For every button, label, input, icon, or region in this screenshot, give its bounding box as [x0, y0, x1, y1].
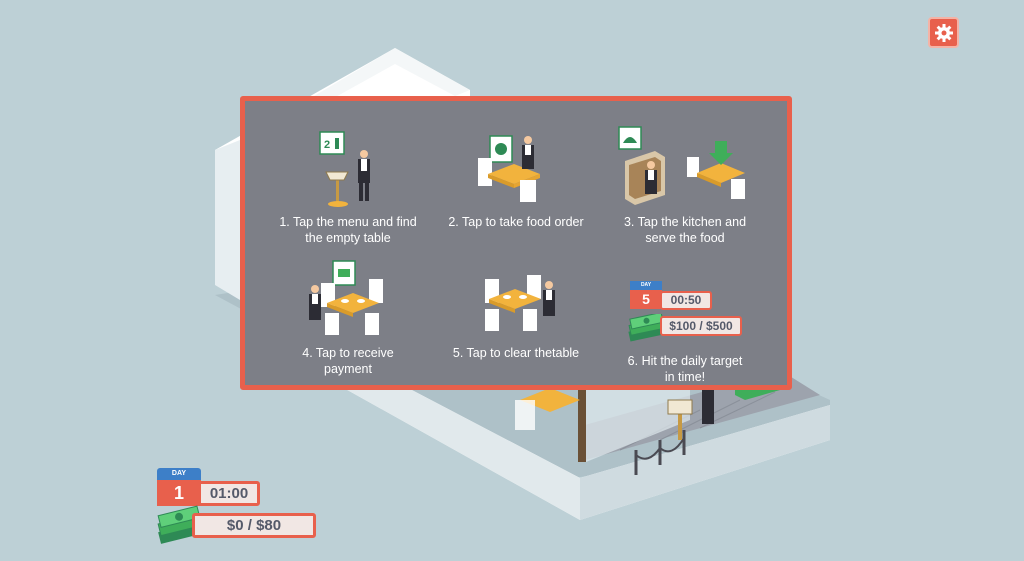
tutorial-panel[interactable]: 2 1. Tap the menu and find the empty tab… [240, 96, 792, 390]
step-4-text-line2: payment [324, 362, 372, 376]
step-3-text-line2: serve the food [645, 231, 725, 245]
day-label: DAY [157, 468, 201, 480]
example-day-calendar: DAY 5 [630, 281, 662, 309]
step-6-text-line2: in time! [664, 370, 706, 384]
tutorial-step-4: 4. Tap to receive payment [263, 259, 433, 377]
tutorial-step-1: 2 1. Tap the menu and find the empty tab… [263, 128, 433, 246]
example-day-number: 5 [630, 290, 662, 309]
step-1-text: 1. Tap the menu and find [279, 215, 417, 229]
gear-icon [934, 23, 953, 42]
example-money: $100 / $500 [660, 316, 742, 336]
timer-display: 01:00 [198, 481, 260, 506]
example-day-label: DAY [630, 281, 662, 290]
tutorial-step-5: 5. Tap to clear thetable [431, 269, 601, 361]
step-5-text: 5. Tap to clear thetable [452, 346, 580, 360]
kitchen-serve-illustration [618, 126, 745, 205]
step-4-text: 4. Tap to receive [302, 346, 394, 360]
payment-table-illustration [309, 260, 383, 335]
clear-table-illustration [485, 275, 555, 331]
settings-button[interactable] [928, 17, 959, 48]
step-1-text-line2: the empty table [305, 231, 391, 245]
day-number: 1 [157, 480, 201, 506]
day-calendar: DAY 1 [157, 468, 201, 506]
tutorial-step-2: 2. Tap to take food order [431, 128, 601, 230]
example-time: 00:50 [660, 291, 712, 310]
order-table-illustration [478, 135, 540, 202]
money-target-display: $0 / $80 [192, 513, 316, 538]
step-6-text: 6. Hit the daily target [627, 354, 743, 368]
table-number-sign: 2 [324, 139, 330, 151]
step-2-text: 2. Tap to take food order [448, 215, 584, 229]
tutorial-step-3: 3. Tap the kitchen and serve the food [600, 123, 770, 246]
menu-waiter-illustration: 2 [319, 131, 370, 207]
step-3-text: 3. Tap the kitchen and [623, 215, 747, 229]
tutorial-step-6: DAY 5 00:50 $100 / $500 6. Hit the daily… [600, 274, 770, 384]
